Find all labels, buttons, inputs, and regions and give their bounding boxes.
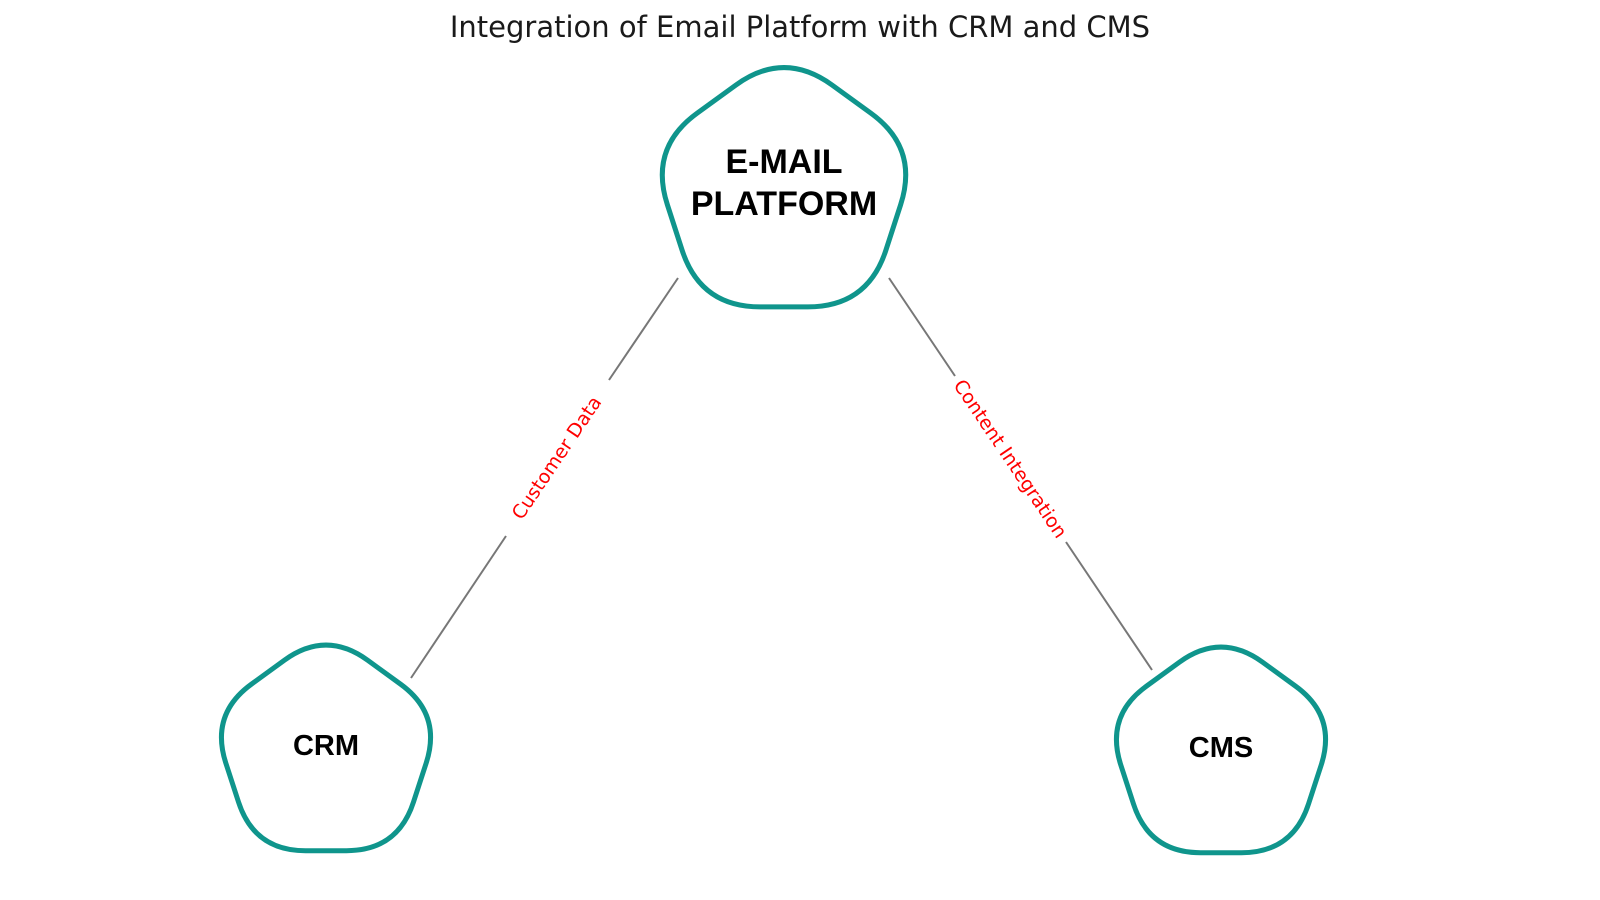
diagram-title: Integration of Email Platform with CRM a… (450, 10, 1150, 44)
edge-line-segment (608, 277, 679, 381)
edge-label: Customer Data (508, 392, 607, 523)
nodes-layer: E-MAIL PLATFORM CRM CMS (218, 65, 1329, 856)
edge-line-segment (888, 277, 956, 377)
node-pentagon-shape (659, 65, 909, 310)
node-cms[interactable]: CMS (1113, 644, 1329, 856)
node-label: E-MAIL (725, 143, 842, 181)
edge-line-segment (1065, 541, 1153, 671)
edges-layer: Customer Data Content Integration (410, 277, 1153, 679)
node-label: PLATFORM (691, 185, 877, 223)
edge-line-segment (410, 535, 507, 679)
edge-email-cms: Content Integration (888, 277, 1153, 671)
edge-email-crm: Customer Data (410, 277, 679, 679)
edge-label: Content Integration (949, 376, 1071, 543)
node-label: CMS (1189, 732, 1253, 764)
node-email[interactable]: E-MAIL PLATFORM (659, 65, 909, 310)
node-crm[interactable]: CRM (218, 642, 434, 854)
node-pentagon-shape (1113, 644, 1329, 856)
node-label: CRM (293, 730, 359, 762)
node-pentagon-shape (218, 642, 434, 854)
